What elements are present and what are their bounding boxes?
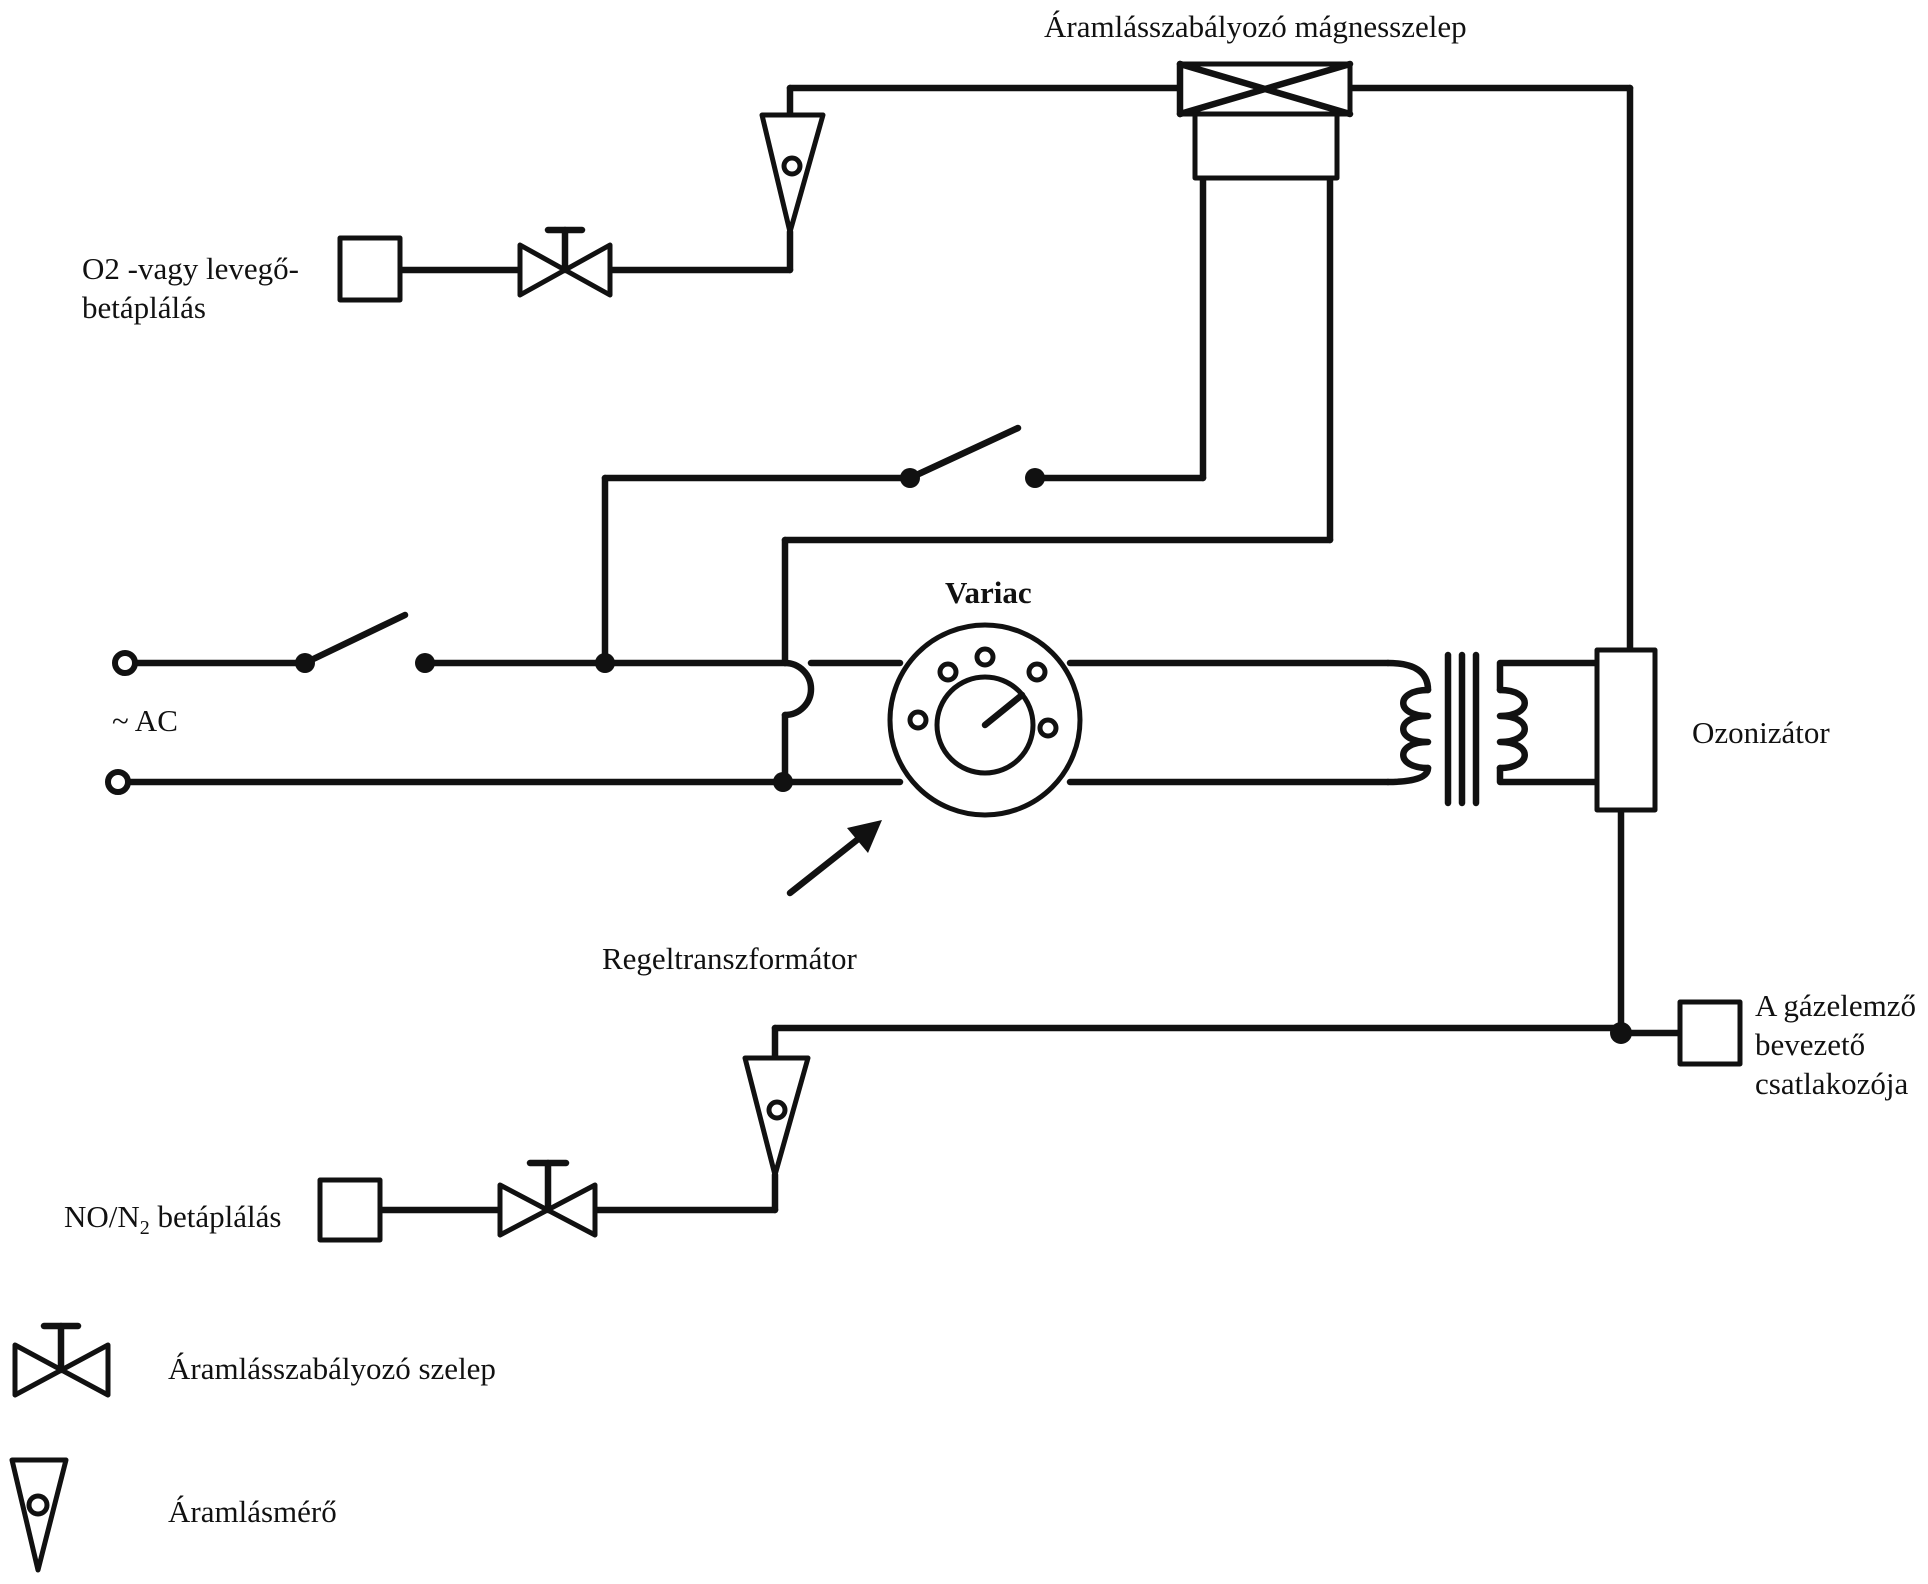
ozonizer-label: Ozonizátor	[1692, 715, 1830, 750]
variac-pointer-arrow	[786, 820, 882, 897]
o2-gas-line	[396, 84, 1634, 654]
no-feed-box	[317, 1177, 383, 1243]
control-switch-pivot	[900, 468, 920, 488]
junction-dots	[105, 468, 1632, 1044]
analyzer-label-line1: A gázelemző	[1755, 988, 1916, 1023]
solenoid-valve-symbol	[1176, 60, 1354, 181]
regeltransformer-label: Regeltranszformátor	[602, 941, 857, 976]
o2-feed-label-line1: O2 -vagy levegő-	[82, 251, 299, 286]
analyzer-label-line2: bevezető	[1755, 1027, 1866, 1062]
analyzer-inlet-box	[1677, 999, 1743, 1067]
transformer-symbol	[1384, 651, 1601, 807]
ac-terminal-top	[112, 650, 138, 676]
main-switch-pivot	[295, 653, 315, 673]
solenoid-control-circuit	[601, 174, 1334, 786]
no-flow-valve-icon	[497, 1159, 598, 1238]
ozonizer-symbol	[1594, 647, 1658, 813]
o2-feed-label-line2: betáplálás	[82, 290, 206, 325]
no-gas-line	[376, 1024, 1625, 1214]
variac-symbol	[887, 622, 1083, 818]
legend-flow-valve-label: Áramlásszabályozó szelep	[168, 1351, 496, 1386]
main-switch-contact	[415, 653, 435, 673]
no-feed-label-prefix: NO/N	[64, 1199, 140, 1234]
junction-analyzer	[1610, 1022, 1632, 1044]
no-feed-label-subscript: 2	[139, 1217, 150, 1240]
o2-flow-valve-icon	[517, 226, 613, 298]
ozonizer-outlet-line	[1617, 806, 1684, 1037]
legend-flow-valve-icon	[12, 1322, 111, 1398]
solenoid-valve-label: Áramlásszabályozó mágnesszelep	[1044, 9, 1467, 44]
o2-feed-box	[337, 235, 403, 303]
junction-top	[595, 653, 615, 673]
no-feed-label-suffix: betáplálás	[149, 1199, 282, 1234]
o2-flowmeter-icon	[759, 112, 826, 235]
no-flowmeter-icon	[742, 1055, 811, 1178]
ac-terminal-bottom	[105, 769, 131, 795]
no-feed-label: NO/N2 betáplálás	[64, 1196, 282, 1240]
analyzer-label-line3: csatlakozója	[1755, 1066, 1909, 1101]
legend-flowmeter-icon	[9, 1457, 69, 1573]
control-switch-contact	[1025, 468, 1045, 488]
variac-label: Variac	[945, 575, 1032, 610]
junction-bottom	[773, 772, 793, 792]
ac-label: ~ AC	[112, 703, 178, 738]
legend-flowmeter-label: Áramlásmérő	[168, 1494, 337, 1529]
